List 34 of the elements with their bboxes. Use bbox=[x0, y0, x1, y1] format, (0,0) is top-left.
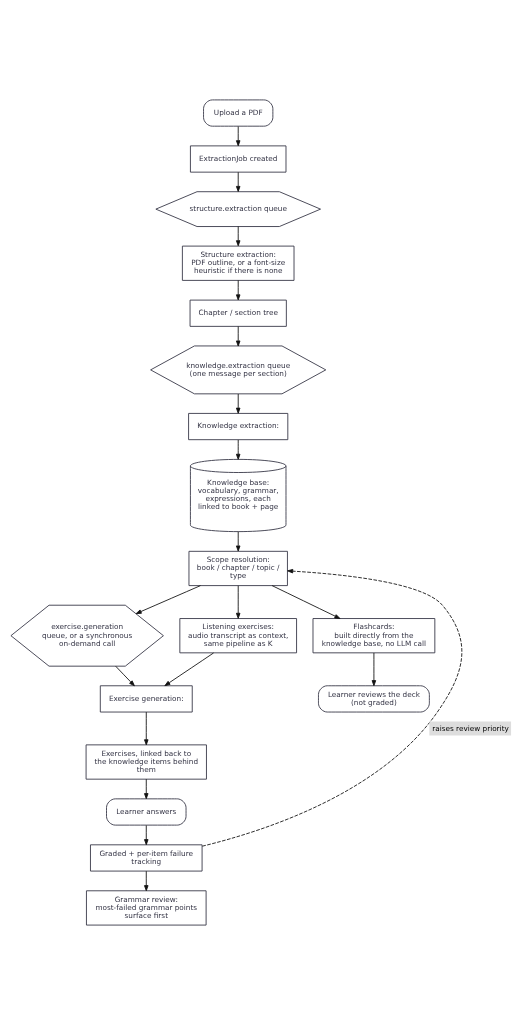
arrow bbox=[144, 824, 149, 845]
node-box: Scope resolution: book / chapter / topic / type bbox=[188, 550, 288, 586]
arrow bbox=[135, 584, 201, 614]
node-box: Learner answers bbox=[106, 797, 187, 826]
node-box: ExtractionJob created bbox=[189, 144, 287, 173]
node-box: Graded + per-item failure tracking bbox=[90, 843, 203, 872]
node-box: Exercises, linked back to the knowledge items behind them bbox=[85, 743, 207, 780]
arrow bbox=[236, 439, 241, 460]
node-box: Listening exercises: audio transcript as context, same pipeline as K bbox=[179, 617, 297, 653]
arrow bbox=[236, 530, 241, 551]
arrow bbox=[236, 125, 241, 146]
node-box: Exercise generation: bbox=[99, 684, 193, 712]
arrow bbox=[271, 584, 341, 619]
arrow bbox=[115, 665, 135, 686]
arrow bbox=[144, 711, 149, 745]
arrow bbox=[371, 652, 377, 686]
arrow bbox=[236, 584, 241, 619]
node-box: Flashcards: built directly from the knowledge base, no LLM call bbox=[312, 617, 436, 653]
edge-label: raises review priority bbox=[432, 723, 509, 733]
node-box: Chapter / section tree bbox=[189, 299, 287, 327]
arrow bbox=[236, 279, 241, 300]
arrow bbox=[164, 652, 214, 686]
arrow bbox=[236, 393, 241, 414]
node-box: Learner reviews the deck (not graded) bbox=[318, 684, 430, 712]
node-box: Grammar review: most-failed grammar points surface first bbox=[86, 889, 207, 926]
arrow bbox=[144, 870, 149, 891]
arrow bbox=[144, 778, 149, 799]
arrow bbox=[236, 171, 241, 192]
node-box: Knowledge extraction: bbox=[188, 412, 289, 440]
arrow bbox=[201, 568, 463, 847]
arrow bbox=[236, 325, 241, 346]
arrow bbox=[236, 225, 241, 246]
node-box: Structure extraction: PDF outline, or a font-size heuristic if there is none bbox=[181, 245, 295, 281]
node-box: Upload a PDF bbox=[203, 99, 274, 127]
